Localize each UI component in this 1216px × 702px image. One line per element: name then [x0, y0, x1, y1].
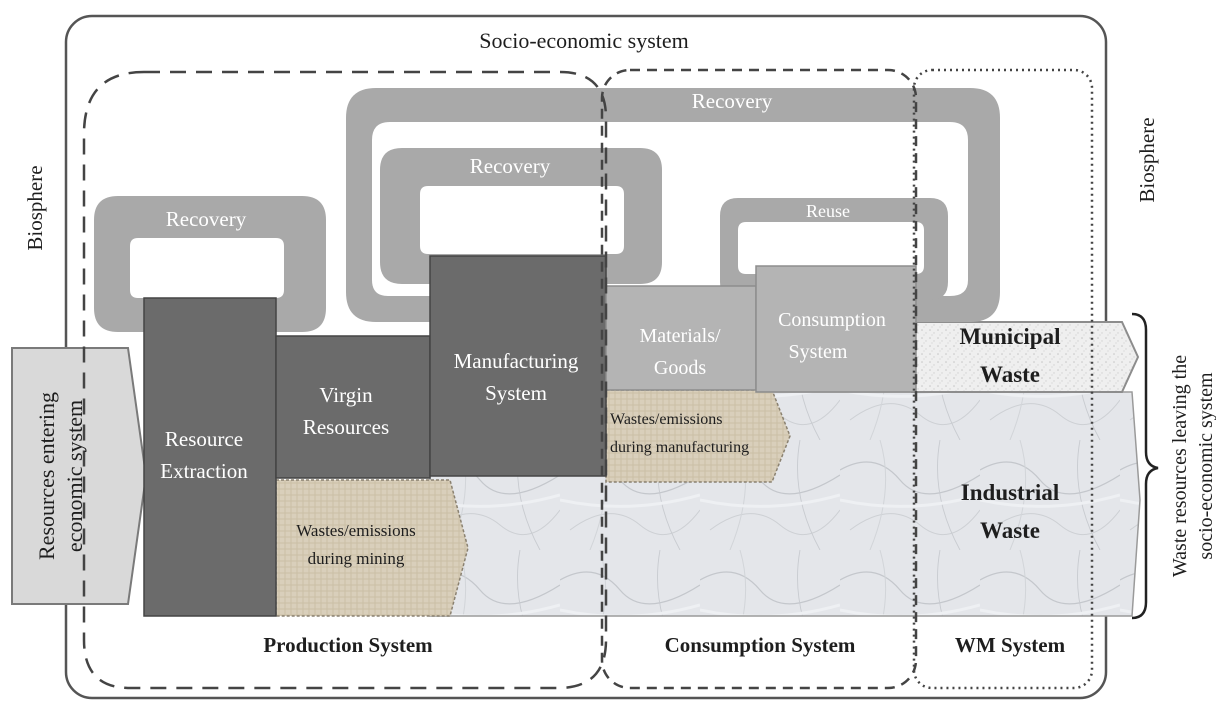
virgin-resources-line2: Resources: [303, 415, 389, 439]
recovery-label-3: Recovery: [692, 89, 773, 113]
reuse-label: Reuse: [806, 201, 850, 221]
materials-goods-line1: Materials/: [639, 325, 721, 347]
municipal-waste-line2: Waste: [980, 362, 1040, 387]
municipal-waste-line1: Municipal: [960, 324, 1061, 349]
consumption-box: [755, 265, 917, 393]
recovery-loop-2: [380, 148, 662, 284]
resource-extraction-line2: Extraction: [160, 459, 248, 483]
consumption-system-label: Consumption System: [665, 633, 856, 657]
consumption-system-boundary: [600, 68, 918, 690]
bracket-label-line2: socio-economic system: [1195, 372, 1216, 560]
industrial-waste-line2: Waste: [980, 518, 1040, 543]
waste-leaving-bracket: [1131, 312, 1159, 620]
materials-goods-line2: Goods: [654, 357, 706, 379]
industrial-waste-line1: Industrial: [961, 480, 1059, 505]
manufacturing-line2: System: [485, 381, 547, 405]
recovery-label-2: Recovery: [470, 154, 551, 178]
resource-extraction-line1: Resource: [165, 427, 243, 451]
mining-waste-line2: during mining: [308, 549, 405, 568]
mining-waste-line1: Wastes/emissions: [296, 521, 416, 540]
resource-extraction-box: [143, 297, 277, 617]
consumption-box-line2: System: [789, 341, 848, 363]
manufacturing-waste-arrow: [605, 389, 791, 483]
input-label-line2: economic system: [62, 400, 87, 552]
wm-system-label: WM System: [955, 633, 1066, 657]
mining-waste-arrow: [275, 479, 469, 617]
virgin-resources-line1: Virgin: [319, 383, 373, 407]
manufacturing-box: [429, 255, 607, 477]
production-system-label: Production System: [263, 633, 433, 657]
virgin-resources-box: [275, 335, 431, 479]
bracket-label-line1: Waste resources leaving the: [1169, 355, 1191, 577]
input-label-line1: Resources entering: [34, 392, 59, 560]
biosphere-right-label: Biosphere: [1135, 117, 1159, 202]
recovery-label-1: Recovery: [166, 207, 247, 231]
socio-economic-label: Socio-economic system: [479, 28, 689, 53]
production-system-boundary: [82, 70, 608, 690]
manufacturing-waste-line2: during manufacturing: [610, 439, 749, 456]
materials-goods-box: [605, 285, 757, 391]
consumption-box-line1: Consumption: [778, 309, 886, 331]
manufacturing-line1: Manufacturing: [454, 349, 579, 373]
manufacturing-waste-line1: Wastes/emissions: [610, 411, 722, 428]
resources-entering-arrow: [11, 347, 148, 605]
biosphere-left-label: Biosphere: [23, 165, 47, 250]
